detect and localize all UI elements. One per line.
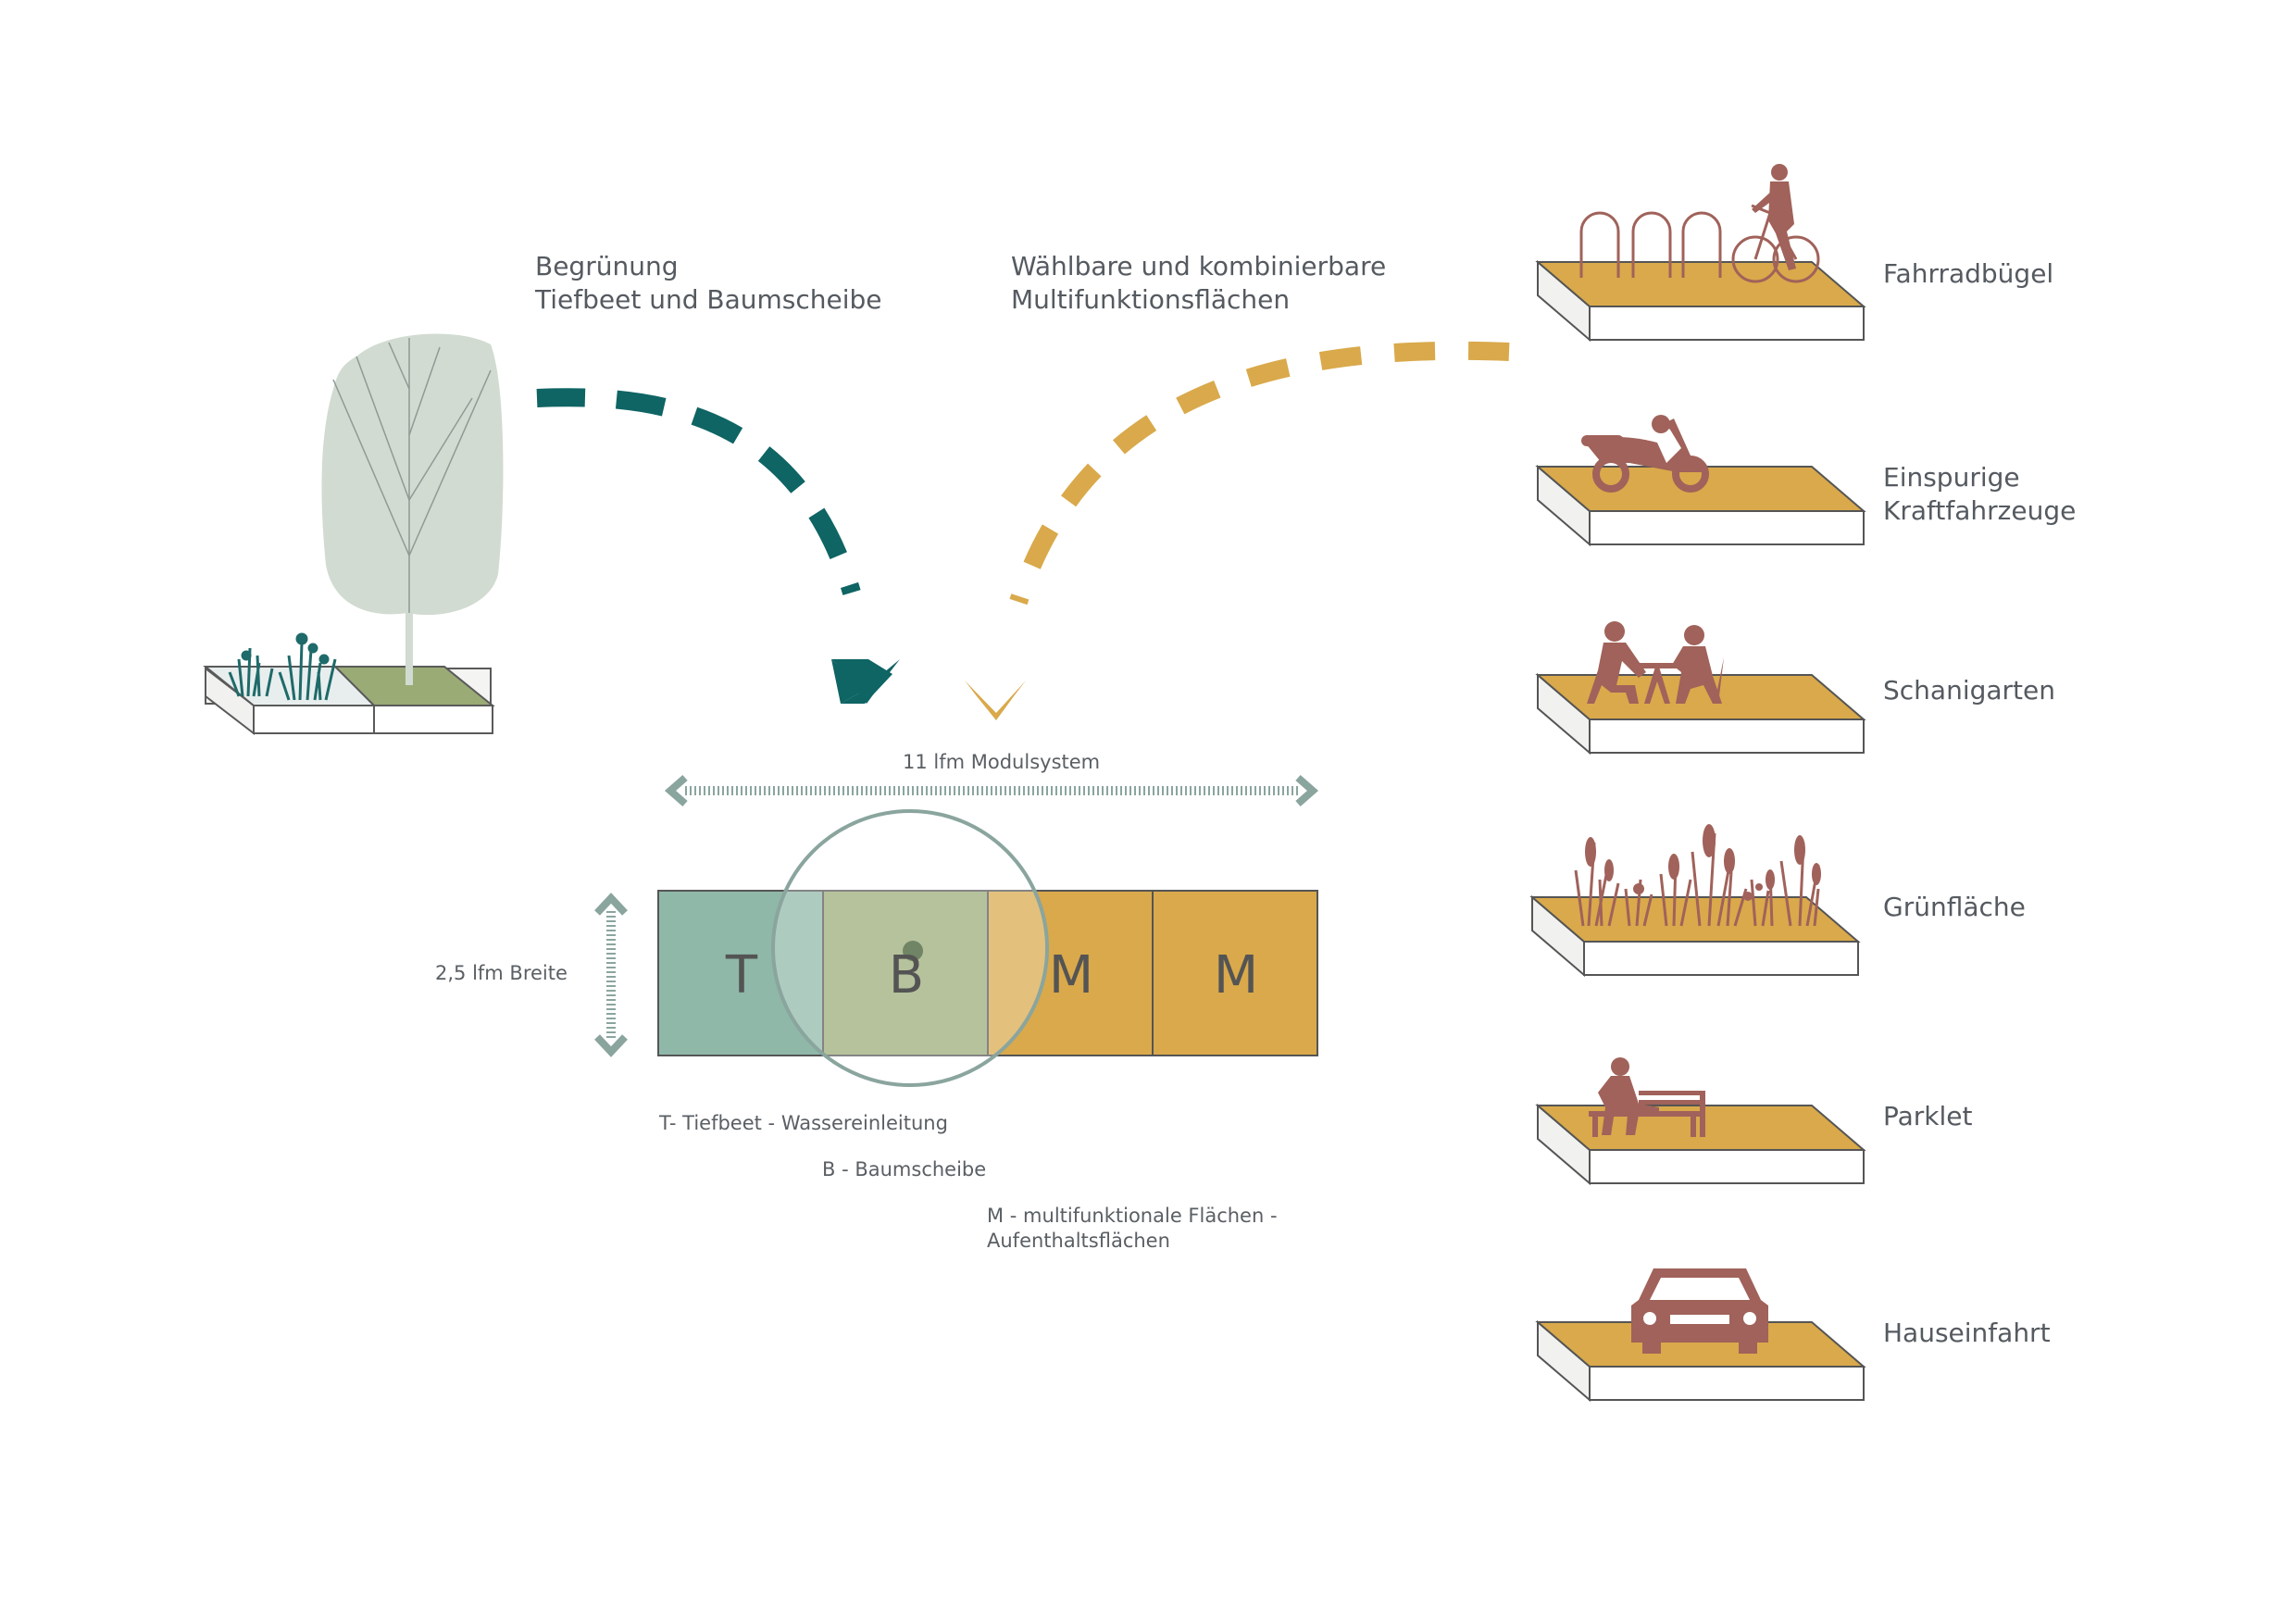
module-letter-b: B (888, 945, 925, 1006)
option-label-einspurige-line-1: Einspurige (1883, 462, 2020, 493)
option-slab-2 (1535, 464, 1866, 547)
greening-heading-line-1: Begrünung (535, 251, 679, 281)
width-dimension-arrow (594, 893, 628, 1057)
option-label-schanigarten-line-1: Schanigarten (1883, 675, 2055, 706)
bench-person-icon (1589, 1057, 1705, 1137)
greening-heading-line-2: Tiefbeet und Baumscheibe (535, 284, 882, 315)
option-label-einspurige: Einspurige Kraftfahrzeuge (1883, 461, 2076, 528)
legend-m-line-2: Aufenthaltsflächen (987, 1230, 1170, 1252)
option-label-fahrradbuegel: Fahrradbügel (1883, 257, 2053, 291)
scooter-icon (1581, 415, 1709, 493)
length-dimension-label: 11 lfm Modulsystem (903, 751, 1101, 773)
option-label-fahrradbuegel-line-1: Fahrradbügel (1883, 258, 2054, 289)
module-letter-m-1: M (1048, 945, 1094, 1006)
greening-heading: Begrünung Tiefbeet und Baumscheibe (535, 250, 882, 317)
grass-plants-icon (1574, 824, 1821, 927)
option-label-parklet-line-1: Parklet (1883, 1101, 1973, 1131)
length-dimension-arrow (664, 774, 1319, 807)
option-label-schanigarten: Schanigarten (1883, 674, 2055, 707)
module-cell-3 (987, 890, 1154, 1056)
option-label-parklet: Parklet (1883, 1100, 1973, 1133)
option-label-einspurige-line-2: Kraftfahrzeuge (1883, 495, 2077, 526)
multifunction-heading-line-1: Wählbare und kombinierbare (1011, 251, 1387, 281)
multifunction-heading: Wählbare und kombinierbare Multifunktion… (1011, 250, 1386, 317)
bicycle-rack-icon (1579, 164, 1820, 283)
option-slab-3 (1535, 672, 1866, 756)
tree-planter-illustration (203, 333, 504, 736)
width-dimension-label: 2,5 lfm Breite (435, 962, 568, 984)
module-letter-m-2: M (1213, 945, 1259, 1006)
multifunction-heading-line-2: Multifunktionsflächen (1011, 284, 1291, 315)
car-icon (1631, 1268, 1768, 1354)
legend-b: B - Baumscheibe (822, 1158, 987, 1181)
module-strip (657, 890, 1318, 1056)
multifunction-dashed-arrow (965, 341, 1510, 720)
module-letter-t: T (725, 945, 758, 1006)
option-slab-1 (1535, 259, 1866, 343)
tree-canopy-circle (771, 809, 1049, 1087)
water-plants-icon (228, 632, 337, 701)
legend-m: M - multifunktionale Flächen - Aufenthal… (987, 1204, 1278, 1254)
legend-t: T- Tiefbeet - Wassereinleitung (659, 1112, 948, 1134)
module-cell-4 (1152, 890, 1318, 1056)
option-label-hauseinfahrt: Hauseinfahrt (1883, 1317, 2051, 1350)
module-cell-2 (822, 890, 989, 1056)
option-slabs (1529, 259, 1866, 1403)
option-label-hauseinfahrt-line-1: Hauseinfahrt (1883, 1318, 2051, 1348)
option-label-gruenflaeche: Grünfläche (1883, 891, 2026, 924)
cafe-seating-icon (1587, 621, 1724, 704)
greening-dashed-arrow (536, 388, 900, 704)
option-slab-6 (1535, 1319, 1866, 1403)
module-cell-1 (657, 890, 824, 1056)
legend-m-line-1: M - multifunktionale Flächen - (987, 1205, 1278, 1227)
option-label-gruenflaeche-line-1: Grünfläche (1883, 892, 2026, 922)
